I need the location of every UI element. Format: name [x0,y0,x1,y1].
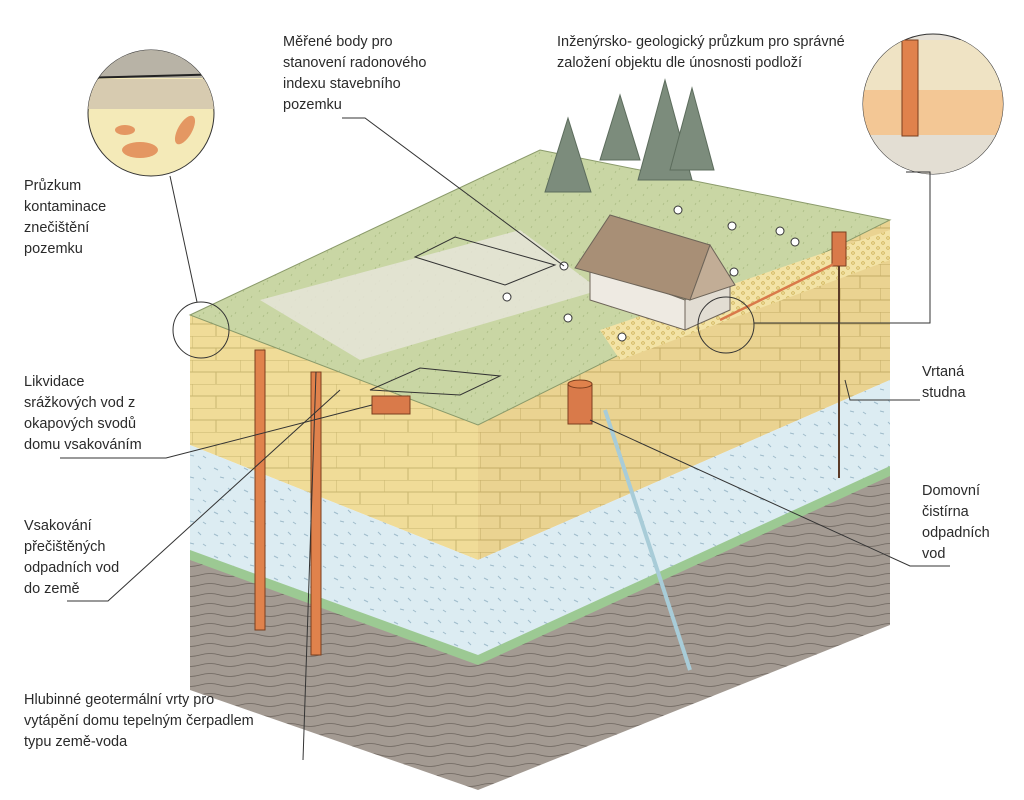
right-face-groundwater [478,380,890,660]
leader-lines [60,117,950,761]
gravel-path [260,230,600,360]
label-treated-water-infiltration: Vsakování přečištěných odpadních vod do … [24,516,119,600]
label-line: Vrtaná [922,364,965,380]
drilled-well-head [831,231,847,267]
hotspot-contamination [172,301,230,359]
infiltration-field-lower [369,367,502,396]
label-line: znečištění [24,220,90,236]
label-line: Inženýrsko- geologický průzkum pro správ… [557,34,845,50]
label-line: Domovní [922,483,981,499]
label-line: kontaminace [24,199,107,215]
label-line: Průzkum [24,178,82,194]
label-line: odpadních vod [24,560,120,576]
label-line: do země [24,581,80,597]
right-face-green-band [478,466,890,668]
label-line: pozemku [283,97,342,113]
label-line: Vsakování [24,518,92,534]
label-rainwater-disposal: Likvidace srážkových vod z okapových svo… [24,372,142,456]
right-face-bedrock [478,476,890,790]
detail-circle-geology [862,33,1004,175]
label-line: odpadních [922,525,990,541]
right-face-clay [478,220,890,560]
label-line: Hlubinné geotermální vrty pro [24,692,215,708]
rainwater-soakaway [371,395,411,415]
label-radon-points: Měřené body pro stanovení radonového ind… [283,32,427,116]
label-line: čistírna [922,504,969,520]
label-geological-survey: Inženýrsko- geologický průzkum pro správ… [557,32,845,74]
label-line: typu země-voda [24,734,128,750]
label-line: vod [922,546,946,562]
label-geothermal-boreholes: Hlubinné geotermální vrty pro vytápění d… [24,690,254,753]
sand-lens [600,230,890,360]
label-contamination-survey: Průzkum kontaminace znečištění pozemku [24,176,106,260]
water-pipe [719,260,839,322]
label-line: vytápění domu tepelným čerpadlem [24,713,254,729]
label-line: přečištěných [24,539,106,555]
forest [544,78,715,193]
label-drilled-well: Vrtaná studna [922,362,966,404]
septic-tank [567,383,593,425]
label-line: Likvidace [24,374,85,390]
label-line: srážkových vod z [24,395,136,411]
detail-circle-contamination [87,49,215,177]
label-line: Měřené body pro [283,34,393,50]
label-line: domu vsakováním [24,437,142,453]
wastewater-seepage [603,409,692,671]
label-line: stanovení radonového [283,55,427,71]
house [574,214,736,331]
label-line: okapových svodů [24,416,137,432]
infiltration-field-upper [413,236,557,286]
label-line: indexu stavebního [283,76,401,92]
hotspot-geology [697,296,755,354]
label-wastewater-plant: Domovní čistírna odpadních vod [922,481,990,565]
label-line: pozemku [24,241,83,257]
label-line: založení objektu dle únosnosti podloží [557,55,803,71]
label-line: studna [922,385,966,401]
